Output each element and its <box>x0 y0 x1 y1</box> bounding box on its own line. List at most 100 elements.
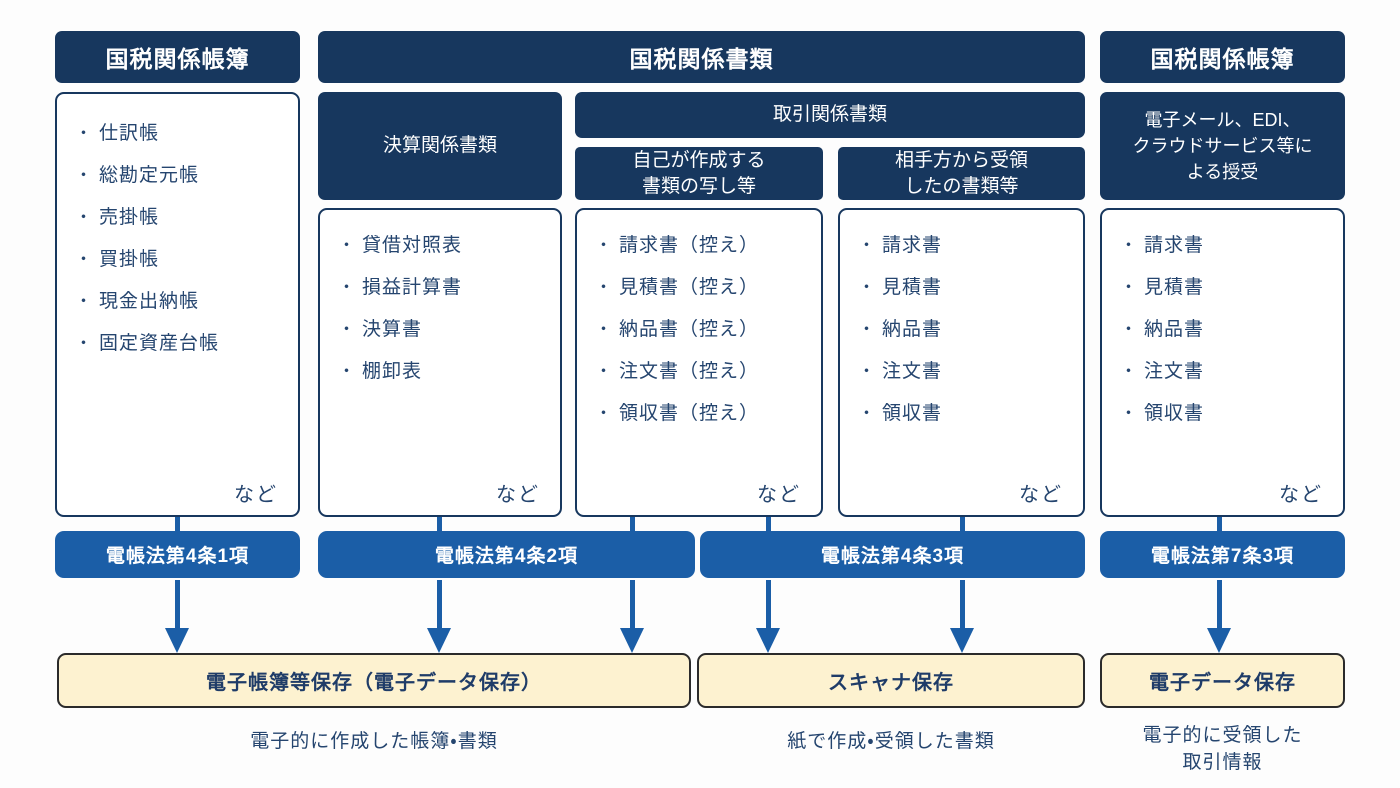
panel-self-made-list: ・請求書（控え） ・見積書（控え） ・納品書（控え） ・注文書（控え） ・領収書… <box>575 208 823 517</box>
caption-electronic-books: 電子的に作成した帳簿・書類 <box>250 731 498 752</box>
bullet-icon: ・ <box>858 404 876 423</box>
list-item: ・請求書 <box>1120 230 1333 257</box>
list-item: ・見積書 <box>1120 272 1333 299</box>
panel-settlement-list: ・貸借対照表 ・損益計算書 ・決算書 ・棚卸表 など <box>318 208 562 517</box>
list-item-label: 買掛帳 <box>99 249 160 270</box>
bullet-icon: ・ <box>75 250 93 269</box>
category-self-made-copies: 自己が作成する 書類の写し等 <box>575 147 823 200</box>
down-arrow-icon <box>756 580 780 653</box>
list-item: ・注文書 <box>1120 356 1333 383</box>
bullet-icon: ・ <box>338 236 356 255</box>
list-item-label: 注文書 <box>882 361 943 382</box>
down-arrow-icon <box>950 580 974 653</box>
list-item: ・買掛帳 <box>75 244 288 271</box>
down-arrow-icon <box>620 580 644 653</box>
list-item-label: 領収書 <box>1144 403 1205 424</box>
law-bar-article4-2: 電帳法第4条2項 <box>318 531 695 578</box>
list-item-label: 納品書 <box>1144 319 1205 340</box>
list-item: ・損益計算書 <box>338 272 550 299</box>
header-national-tax-books-right: 国税関係帳簿 <box>1100 31 1345 83</box>
connector-line <box>766 517 771 531</box>
bullet-icon: ・ <box>75 208 93 227</box>
list-item: ・納品書（控え） <box>595 314 811 341</box>
bullet-icon: ・ <box>1120 236 1138 255</box>
bullet-icon: ・ <box>75 124 93 143</box>
list-item: ・貸借対照表 <box>338 230 550 257</box>
list-item-label: 見積書 <box>882 277 943 298</box>
etc-label: など <box>234 484 278 506</box>
category-settlement-documents: 決算関係書類 <box>318 92 562 200</box>
list-item: ・固定資産台帳 <box>75 328 288 355</box>
list-item-label: 請求書 <box>1144 235 1205 256</box>
connector-line <box>960 517 965 531</box>
storage-scanner: スキャナ保存 <box>697 653 1085 708</box>
list-item: ・請求書 <box>858 230 1073 257</box>
list-item-label: 請求書（控え） <box>619 235 760 256</box>
list-item-label: 領収書 <box>882 403 943 424</box>
list-item-label: 現金出納帳 <box>99 291 200 312</box>
header-national-tax-documents: 国税関係書類 <box>318 31 1085 83</box>
etc-label: など <box>496 484 540 506</box>
list-item-label: 仕訳帳 <box>99 123 160 144</box>
list-item-label: 見積書（控え） <box>619 277 760 298</box>
list-item-label: 貸借対照表 <box>362 235 463 256</box>
list-item: ・現金出納帳 <box>75 286 288 313</box>
list-item-label: 損益計算書 <box>362 277 463 298</box>
caption-electronic-data: 電子的に受領した 取引情報 <box>1142 725 1303 773</box>
law-bar-article4-3: 電帳法第4条3項 <box>700 531 1085 578</box>
list-item-label: 領収書（控え） <box>619 403 760 424</box>
etc-label: など <box>1279 484 1323 506</box>
panel-electronic-list: ・請求書 ・見積書 ・納品書 ・注文書 ・領収書 など <box>1100 208 1345 517</box>
list-item: ・領収書 <box>1120 398 1333 425</box>
bullet-icon: ・ <box>595 236 613 255</box>
category-transaction-documents: 取引関係書類 <box>575 92 1085 138</box>
list-item: ・納品書 <box>858 314 1073 341</box>
list-item: ・納品書 <box>1120 314 1333 341</box>
list-item-label: 請求書 <box>882 235 943 256</box>
header-national-tax-books-left: 国税関係帳簿 <box>55 31 300 83</box>
list-item-label: 決算書 <box>362 319 423 340</box>
list-item-label: 注文書 <box>1144 361 1205 382</box>
list-item: ・仕訳帳 <box>75 118 288 145</box>
list-item-label: 注文書（控え） <box>619 361 760 382</box>
list-item-label: 固定資産台帳 <box>99 333 220 354</box>
bullet-icon: ・ <box>338 320 356 339</box>
list-item: ・領収書 <box>858 398 1073 425</box>
list-item-label: 納品書 <box>882 319 943 340</box>
connector-line <box>630 517 635 531</box>
law-bar-article7-3: 電帳法第7条3項 <box>1100 531 1345 578</box>
down-arrow-icon <box>165 580 189 653</box>
bullet-icon: ・ <box>75 166 93 185</box>
list-item: ・棚卸表 <box>338 356 550 383</box>
caption-scanner: 紙で作成・受領した書類 <box>787 731 995 752</box>
bullet-icon: ・ <box>1120 320 1138 339</box>
down-arrow-icon <box>427 580 451 653</box>
list-item: ・見積書 <box>858 272 1073 299</box>
bullet-icon: ・ <box>595 362 613 381</box>
bullet-icon: ・ <box>338 362 356 381</box>
list-item: ・総勘定元帳 <box>75 160 288 187</box>
law-bar-article4-1: 電帳法第4条1項 <box>55 531 300 578</box>
bullet-icon: ・ <box>858 236 876 255</box>
bullet-icon: ・ <box>1120 362 1138 381</box>
etc-label: など <box>757 484 801 506</box>
list-item: ・領収書（控え） <box>595 398 811 425</box>
bullet-icon: ・ <box>595 320 613 339</box>
panel-ledgers-list: ・仕訳帳 ・総勘定元帳 ・売掛帳 ・買掛帳 ・現金出納帳 ・固定資産台帳 など <box>55 92 300 517</box>
bullet-icon: ・ <box>75 334 93 353</box>
bullet-icon: ・ <box>858 278 876 297</box>
panel-received-list: ・請求書 ・見積書 ・納品書 ・注文書 ・領収書 など <box>838 208 1085 517</box>
bullet-icon: ・ <box>338 278 356 297</box>
bullet-icon: ・ <box>858 362 876 381</box>
connector-line <box>437 517 442 531</box>
list-item-label: 総勘定元帳 <box>99 165 200 186</box>
etc-label: など <box>1019 484 1063 506</box>
list-item-label: 棚卸表 <box>362 361 423 382</box>
connector-line <box>1217 517 1222 531</box>
down-arrow-icon <box>1207 580 1231 653</box>
bullet-icon: ・ <box>858 320 876 339</box>
storage-electronic-data: 電子データ保存 <box>1100 653 1345 708</box>
list-item: ・売掛帳 <box>75 202 288 229</box>
list-item: ・請求書（控え） <box>595 230 811 257</box>
